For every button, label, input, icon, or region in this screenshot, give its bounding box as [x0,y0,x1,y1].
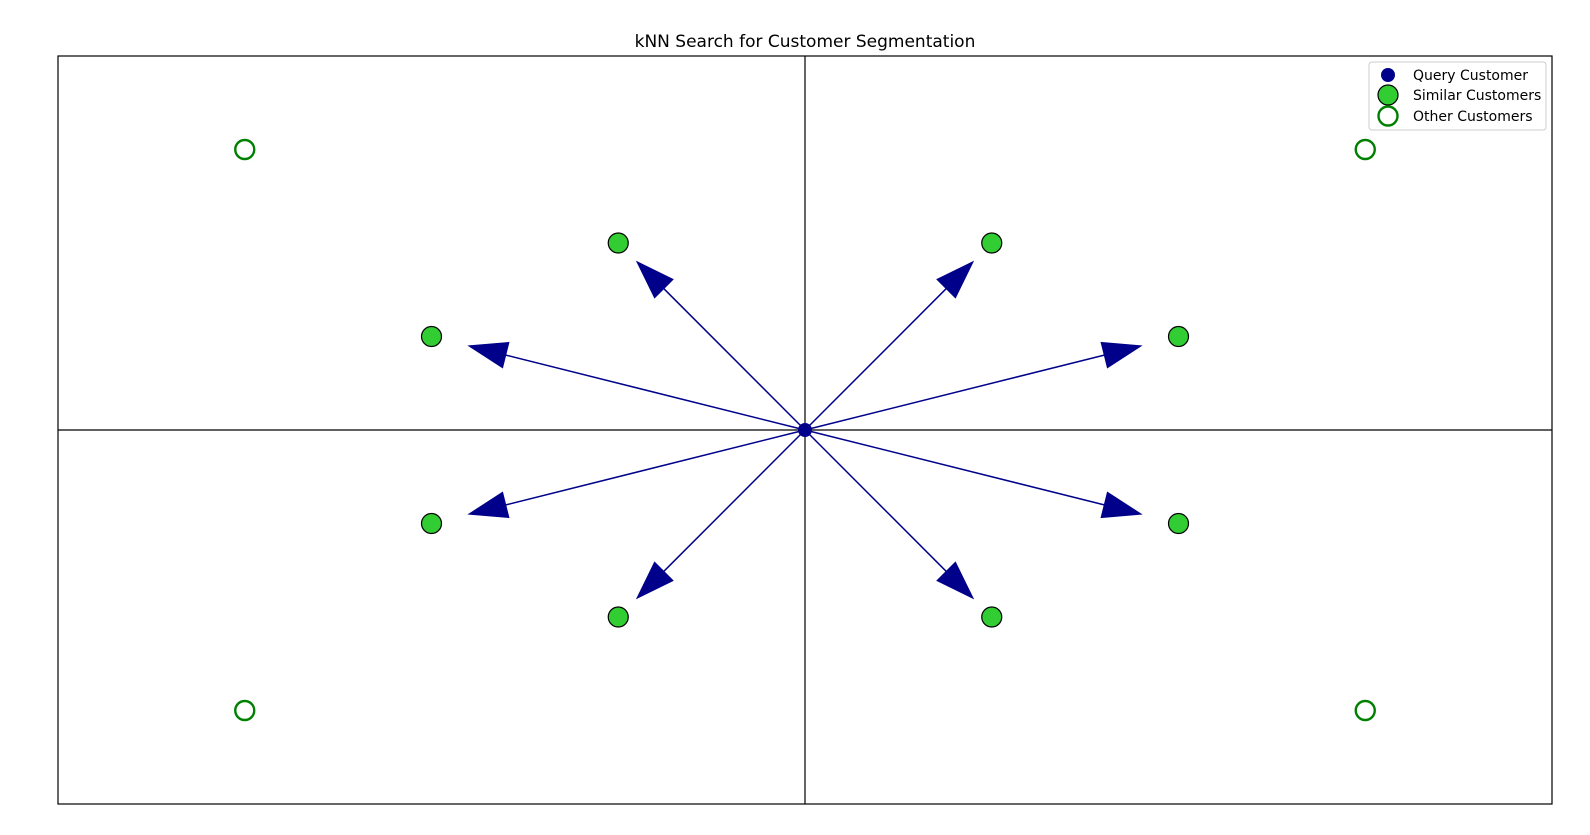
similar-customer-point [607,606,629,628]
similar-customer-point [420,325,443,348]
arrow-head [1100,341,1143,369]
other-customer-point [1354,699,1376,722]
arrow-head [1100,491,1143,519]
similar-customer-point [1167,325,1190,348]
arrow-shaft [804,286,949,431]
legend-label-similar: Similar Customers [1413,88,1541,104]
similar-customer-point [1167,512,1190,535]
arrow-shaft [503,429,806,507]
query-customer-point [798,423,812,437]
arrow-head [635,561,674,600]
legend-marker-query [1381,68,1395,82]
chart-title: kNN Search for Customer Segmentation [635,32,976,52]
similar-customer-point [420,512,443,535]
arrow-shaft [503,353,806,431]
plot-area [57,55,1553,805]
arrow-head [936,561,975,600]
arrow-head [467,341,510,369]
arrow-head [936,260,975,299]
arrow-shaft [804,429,949,574]
other-customer-point [234,138,256,161]
legend-label-other: Other Customers [1413,109,1533,125]
legend-label-query: Query Customer [1413,68,1528,84]
other-customer-point [1354,138,1376,161]
legend-marker-other [1377,105,1399,127]
other-customer-point [234,699,256,722]
similar-customer-point [981,232,1003,254]
arrow-head [635,260,674,299]
similar-customer-point [607,232,629,254]
legend-box [1368,61,1547,131]
arrow-shaft [804,429,1107,507]
legend-marker-similar [1377,84,1399,106]
arrow-head [467,491,510,519]
arrow-shaft [804,353,1107,431]
arrow-shaft [661,429,806,574]
arrow-shaft [661,286,806,431]
similar-customer-point [981,606,1003,628]
